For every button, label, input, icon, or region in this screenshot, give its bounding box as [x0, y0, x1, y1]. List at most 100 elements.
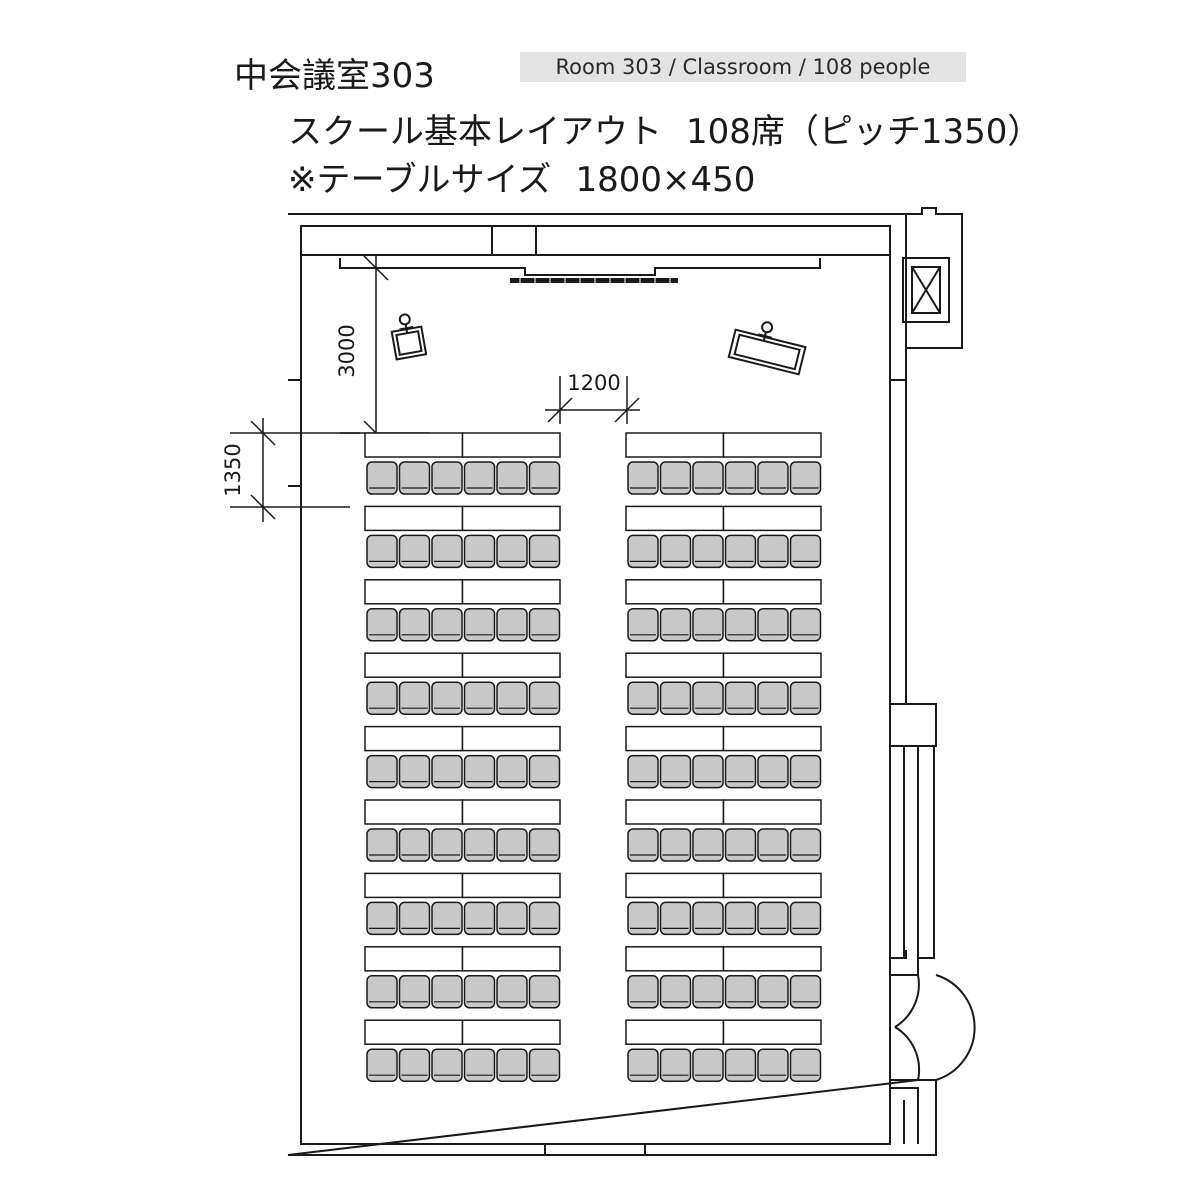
- chair: [757, 534, 789, 569]
- lectern-right: [727, 321, 807, 376]
- table: [722, 725, 822, 752]
- table: [722, 1019, 822, 1045]
- door-right-leaf: [894, 1026, 921, 1081]
- chair: [463, 901, 496, 936]
- chair: [789, 461, 822, 495]
- chair: [431, 754, 463, 789]
- chair: [724, 681, 757, 715]
- chair: [528, 681, 561, 715]
- chair: [528, 975, 561, 1009]
- chair: [659, 461, 692, 495]
- label-1350: 1350: [221, 443, 245, 496]
- chair: [659, 534, 692, 569]
- chair: [496, 461, 528, 495]
- english-subtitle: Room 303 / Classroom / 108 people: [520, 52, 966, 82]
- chair: [496, 975, 528, 1009]
- chair: [398, 608, 431, 642]
- chair: [757, 681, 789, 715]
- chair: [659, 608, 692, 642]
- chair: [789, 901, 822, 936]
- chair: [496, 534, 528, 569]
- table: [461, 505, 561, 532]
- dimension-1200: [545, 376, 640, 424]
- room-title: 中会議室303: [234, 56, 435, 96]
- chair: [659, 754, 692, 789]
- chair: [757, 975, 789, 1009]
- label-1200: 1200: [567, 371, 620, 395]
- table: [625, 946, 725, 972]
- chair: [398, 901, 431, 936]
- chair: [366, 975, 398, 1009]
- front-recess: [301, 226, 890, 256]
- table: [364, 872, 464, 899]
- chair: [789, 975, 822, 1009]
- chair: [398, 534, 431, 569]
- bottom-pillar: [890, 1087, 919, 1144]
- chair: [398, 828, 431, 862]
- table: [625, 432, 725, 458]
- chair: [463, 754, 496, 789]
- chair: [366, 828, 398, 862]
- chair: [789, 754, 822, 789]
- chair: [528, 828, 561, 862]
- stage-step: [339, 258, 821, 276]
- table: [625, 505, 725, 532]
- chair: [757, 754, 789, 789]
- chair: [724, 975, 757, 1009]
- window-steps: [890, 950, 907, 959]
- chair: [724, 901, 757, 936]
- chair: [398, 1048, 431, 1082]
- chair: [431, 608, 463, 642]
- chair: [366, 534, 398, 569]
- chair: [463, 1048, 496, 1082]
- window-frame: [890, 703, 934, 958]
- table: [461, 1019, 561, 1045]
- table: [364, 946, 464, 972]
- chair: [528, 901, 561, 936]
- chair: [659, 681, 692, 715]
- chair: [431, 1048, 463, 1082]
- seat-info: 108席（ピッチ1350）: [686, 112, 1042, 152]
- chair: [366, 901, 398, 936]
- chair: [627, 901, 659, 936]
- door-jamb: [890, 974, 918, 1081]
- chair: [398, 975, 431, 1009]
- elevator-shaft: [902, 257, 950, 323]
- chair: [398, 461, 431, 495]
- chair: [431, 975, 463, 1009]
- table: [461, 799, 561, 825]
- table-size-label: ※テーブルサイズ: [288, 160, 552, 200]
- chair: [528, 608, 561, 642]
- chair: [463, 681, 496, 715]
- chair: [692, 681, 724, 715]
- table: [625, 579, 725, 605]
- chair: [366, 608, 398, 642]
- table: [625, 652, 725, 678]
- chair: [627, 1048, 659, 1082]
- chair: [659, 1048, 692, 1082]
- seating-area: [364, 432, 822, 1082]
- table: [461, 652, 561, 678]
- screen-marks: [519, 278, 671, 283]
- chair: [724, 461, 757, 495]
- door-swing-edge: [935, 974, 976, 1081]
- chair: [627, 534, 659, 569]
- chair: [692, 1048, 724, 1082]
- chair: [496, 901, 528, 936]
- chair: [724, 534, 757, 569]
- chair: [692, 975, 724, 1009]
- chair: [496, 608, 528, 642]
- chair: [528, 754, 561, 789]
- chair: [431, 901, 463, 936]
- door-left-leaf: [894, 974, 920, 1028]
- table: [364, 432, 464, 458]
- chair: [692, 461, 724, 495]
- chair: [398, 754, 431, 789]
- chair: [463, 828, 496, 862]
- table: [364, 799, 464, 825]
- table: [722, 579, 822, 605]
- table: [625, 725, 725, 752]
- table: [722, 872, 822, 899]
